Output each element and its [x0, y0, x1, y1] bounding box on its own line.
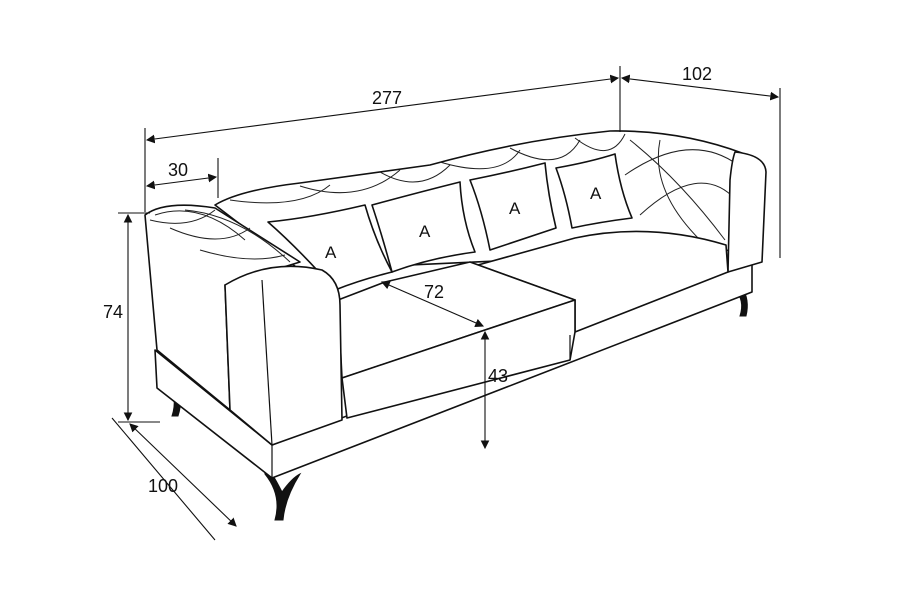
- pillow-3: [469, 162, 557, 251]
- pillow-2: [371, 181, 476, 273]
- seat-height-label: 43: [488, 366, 508, 386]
- seat-depth-label: 72: [424, 282, 444, 302]
- back-tufting: [229, 133, 739, 241]
- pillow-label: A: [325, 243, 337, 262]
- pillow-4: [555, 153, 633, 229]
- pillows: A A A A: [267, 153, 633, 291]
- arm-width-label: 30: [168, 160, 188, 180]
- dimension-lines: [111, 66, 781, 541]
- dimension-labels: 277 102 30 74 72 43 100: [103, 64, 712, 496]
- width-label: 277: [372, 88, 402, 108]
- arm-tufting: [149, 209, 291, 263]
- pillow-label: A: [509, 199, 521, 218]
- right-arm: [727, 151, 767, 273]
- left-arm-front: [224, 265, 343, 446]
- front-depth-label: 100: [148, 476, 178, 496]
- pillow-label: A: [590, 184, 602, 203]
- left-seat-front: [341, 299, 576, 419]
- side-depth-label: 102: [682, 64, 712, 84]
- height-label: 74: [103, 302, 123, 322]
- pillow-label: A: [419, 222, 431, 241]
- right-seat-cushion: [477, 230, 729, 333]
